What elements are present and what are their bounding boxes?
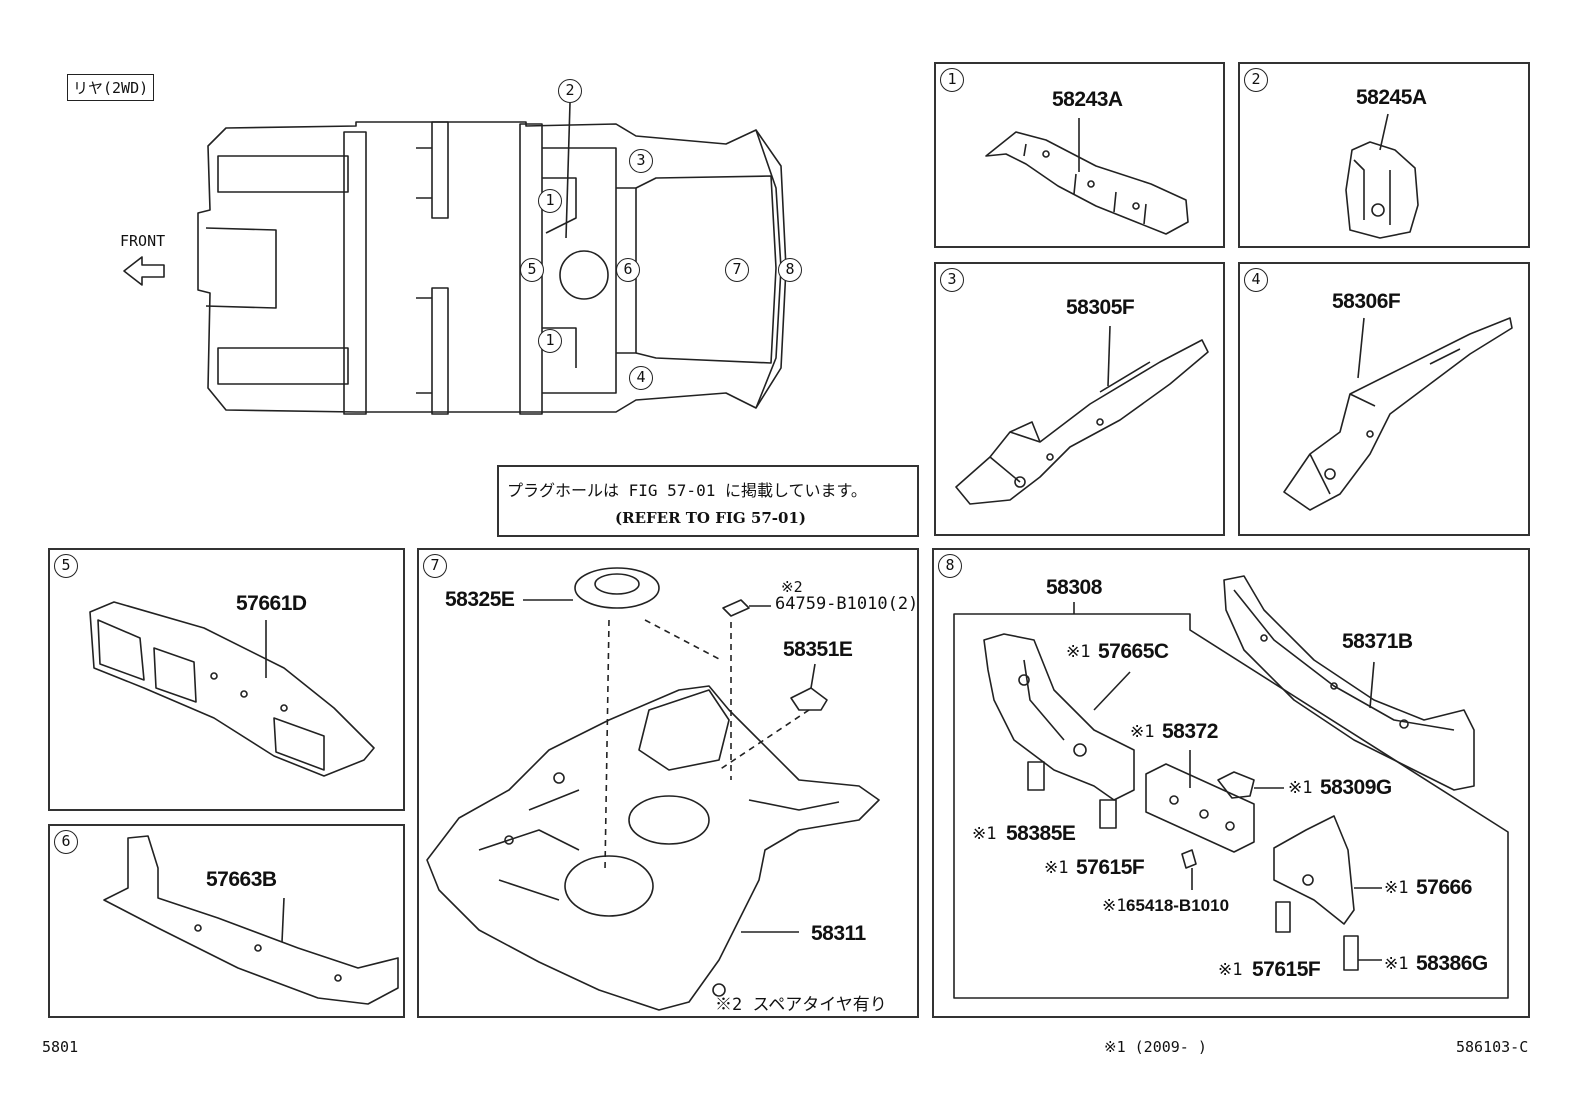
- part-58308-bracket: [953, 575, 1509, 999]
- panel-3: 3 58305F: [934, 262, 1225, 536]
- part-57663B: 57663B: [206, 868, 277, 891]
- mark-1-c: ※1: [1288, 778, 1313, 798]
- refer-note-jp: プラグホールは FIG 57-01 に掲載しています。: [507, 481, 867, 500]
- part-58311-drawing: [426, 567, 880, 1011]
- callout-2-leader: [565, 102, 571, 239]
- panel-6-number: 6: [54, 830, 78, 854]
- part-57661D: 57661D: [236, 592, 307, 615]
- part-58386G: 58386G: [1416, 952, 1488, 975]
- part-65418-B1010: 65418-B1010: [1126, 896, 1230, 915]
- mark-1-a: ※1: [1066, 642, 1091, 662]
- footer-right: 586103-C: [1456, 1038, 1529, 1056]
- panel-5: 5 57661D: [48, 548, 405, 811]
- panel-1-number: 1: [940, 68, 964, 92]
- panel-7: 7 58325E ※2 64759-B1010(2) 58351E 58311 …: [417, 548, 919, 1018]
- callout-6: 6: [616, 258, 640, 282]
- panel-6: 6 57663B: [48, 824, 405, 1018]
- part-58308: 58308: [1046, 576, 1102, 599]
- callout-2: 2: [558, 79, 582, 103]
- part-57666: 57666: [1416, 876, 1472, 899]
- part-58306F: 58306F: [1332, 290, 1401, 313]
- callout-8: 8: [778, 258, 802, 282]
- refer-note-box: プラグホールは FIG 57-01 に掲載しています。 (REFER TO FI…: [497, 465, 919, 537]
- part-58371B: 58371B: [1342, 630, 1413, 653]
- callout-7: 7: [725, 258, 749, 282]
- mark-1-g: ※1: [1384, 878, 1409, 898]
- callout-1a: 1: [538, 189, 562, 213]
- callout-1b: 1: [538, 329, 562, 353]
- mark-2: ※2: [781, 578, 803, 596]
- part-58245A: 58245A: [1356, 86, 1427, 109]
- front-label: FRONT: [120, 232, 166, 250]
- panel-2: 2 58245A: [1238, 62, 1530, 248]
- footer-left: 5801: [42, 1038, 79, 1056]
- panel-2-number: 2: [1244, 68, 1268, 92]
- panel-8-number: 8: [938, 554, 962, 578]
- part-57661D-drawing: [89, 601, 375, 777]
- part-58351E: 58351E: [783, 638, 853, 661]
- front-arrow-icon: [123, 256, 165, 286]
- footer-center: ※1 (2009- ): [1104, 1038, 1207, 1056]
- mark-1-h: ※1: [1218, 960, 1243, 980]
- mark-1-f: ※1: [1102, 896, 1127, 916]
- floor-overview-diagram: [197, 121, 787, 415]
- panel-4: 4 58306F: [1238, 262, 1530, 536]
- part-57665C: 57665C: [1098, 640, 1169, 663]
- panel-7-number: 7: [423, 554, 447, 578]
- callout-4: 4: [629, 366, 653, 390]
- part-58243A: 58243A: [1052, 88, 1123, 111]
- callout-5: 5: [520, 258, 544, 282]
- part-58325E: 58325E: [445, 588, 515, 611]
- part-58311: 58311: [811, 922, 866, 945]
- part-58372: 58372: [1162, 720, 1218, 743]
- part-57663B-drawing: [103, 835, 399, 1005]
- panel-3-number: 3: [940, 268, 964, 292]
- panel-8: 8 58308 5837: [932, 548, 1530, 1018]
- callout-3: 3: [629, 149, 653, 173]
- part-57615F-b: 57615F: [1252, 958, 1321, 981]
- mark-1-i: ※1: [1384, 954, 1409, 974]
- panel-4-number: 4: [1244, 268, 1268, 292]
- part-58243A-drawing: [985, 118, 1189, 235]
- part-58385E: 58385E: [1006, 822, 1076, 845]
- panel-1: 1 58243A: [934, 62, 1225, 248]
- refer-note-en: (REFER TO FIG 57-01): [615, 509, 806, 527]
- part-58309G: 58309G: [1320, 776, 1392, 799]
- part-64759-B1010: 64759-B1010(2): [775, 594, 919, 614]
- mark-1-e: ※1: [1044, 858, 1069, 878]
- mark-1-b: ※1: [1130, 722, 1155, 742]
- spare-tire-note: ※2 スペアタイヤ有り: [715, 995, 887, 1015]
- part-58306F-drawing: [1283, 317, 1513, 511]
- part-57615F-a: 57615F: [1076, 856, 1145, 879]
- region-label: リヤ(2WD): [73, 79, 149, 97]
- panel-5-number: 5: [54, 554, 78, 578]
- mark-1-d: ※1: [972, 824, 997, 844]
- part-58305F: 58305F: [1066, 296, 1135, 319]
- region-label-box: リヤ(2WD): [67, 74, 155, 101]
- part-58245A-drawing: [1345, 113, 1419, 239]
- part-58305F-drawing: [955, 325, 1209, 505]
